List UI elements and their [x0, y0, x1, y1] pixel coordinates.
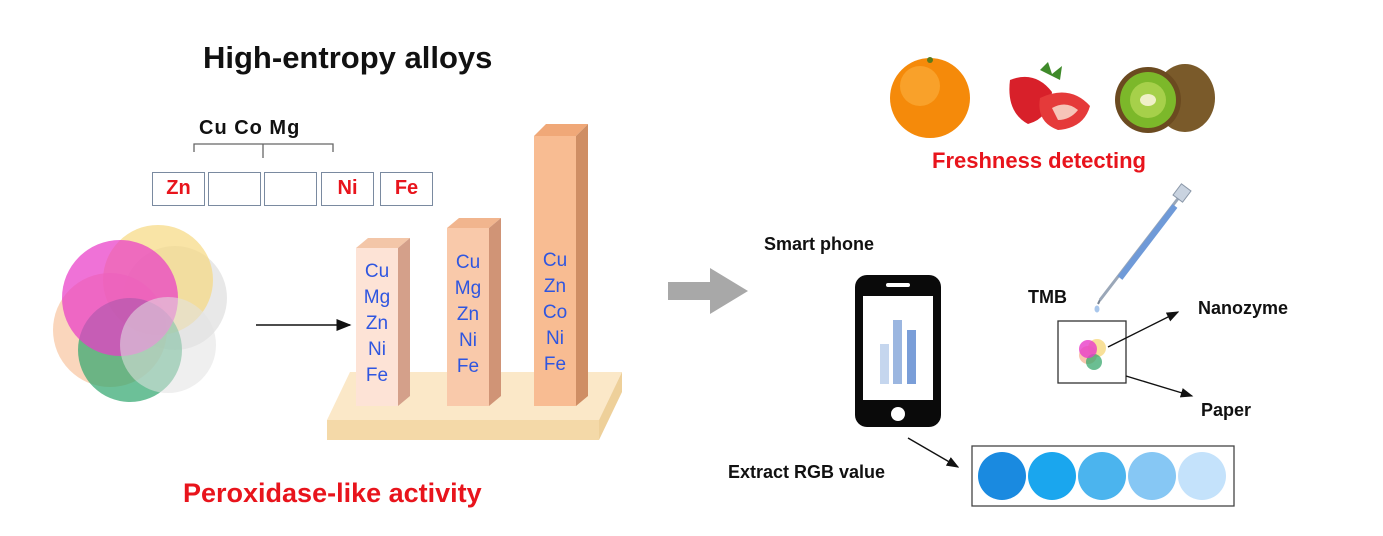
element-slot-2 — [208, 172, 261, 206]
rgb-swatch — [1078, 452, 1126, 500]
arrow-icon — [1125, 375, 1194, 398]
element-slot-5: Fe — [380, 172, 433, 206]
orange-icon — [890, 57, 970, 138]
process-arrow-icon — [668, 268, 748, 314]
nanozyme-circles-icon — [1079, 339, 1106, 370]
rgb-swatches — [978, 452, 1226, 500]
bar-1 — [356, 238, 410, 406]
smart-phone-label: Smart phone — [764, 234, 875, 254]
extract-rgb-label: Extract RGB value — [728, 462, 886, 482]
arrow-icon — [907, 437, 960, 468]
element-bracket — [193, 143, 334, 158]
alloy-circles-icon — [53, 225, 227, 402]
rgb-swatch — [1128, 452, 1176, 500]
pipette-icon — [1094, 183, 1192, 313]
rgb-swatch — [1028, 452, 1076, 500]
strawberry-icon — [1009, 62, 1090, 130]
element-slot-1: Zn — [152, 172, 205, 206]
top-elements-label: Cu Co Mg — [199, 117, 301, 139]
tmb-label: TMB — [1028, 287, 1067, 307]
bar-2 — [447, 218, 501, 406]
paper-label: Paper — [1201, 400, 1252, 420]
nanozyme-label: Nanozyme — [1198, 298, 1289, 318]
diagram-title: High-entropy alloys — [203, 40, 493, 75]
element-slot-3 — [264, 172, 317, 206]
peroxidase-label: Peroxidase-like activity — [183, 478, 482, 508]
freshness-label: Freshness detecting — [932, 148, 1146, 173]
arrow-icon — [1107, 311, 1180, 348]
kiwi-icon — [1115, 64, 1215, 133]
rgb-swatch — [1178, 452, 1226, 500]
element-slot-4: Ni — [321, 172, 374, 206]
bar-chart-icon — [880, 320, 916, 384]
rgb-swatch — [978, 452, 1026, 500]
bar-3 — [534, 124, 588, 406]
